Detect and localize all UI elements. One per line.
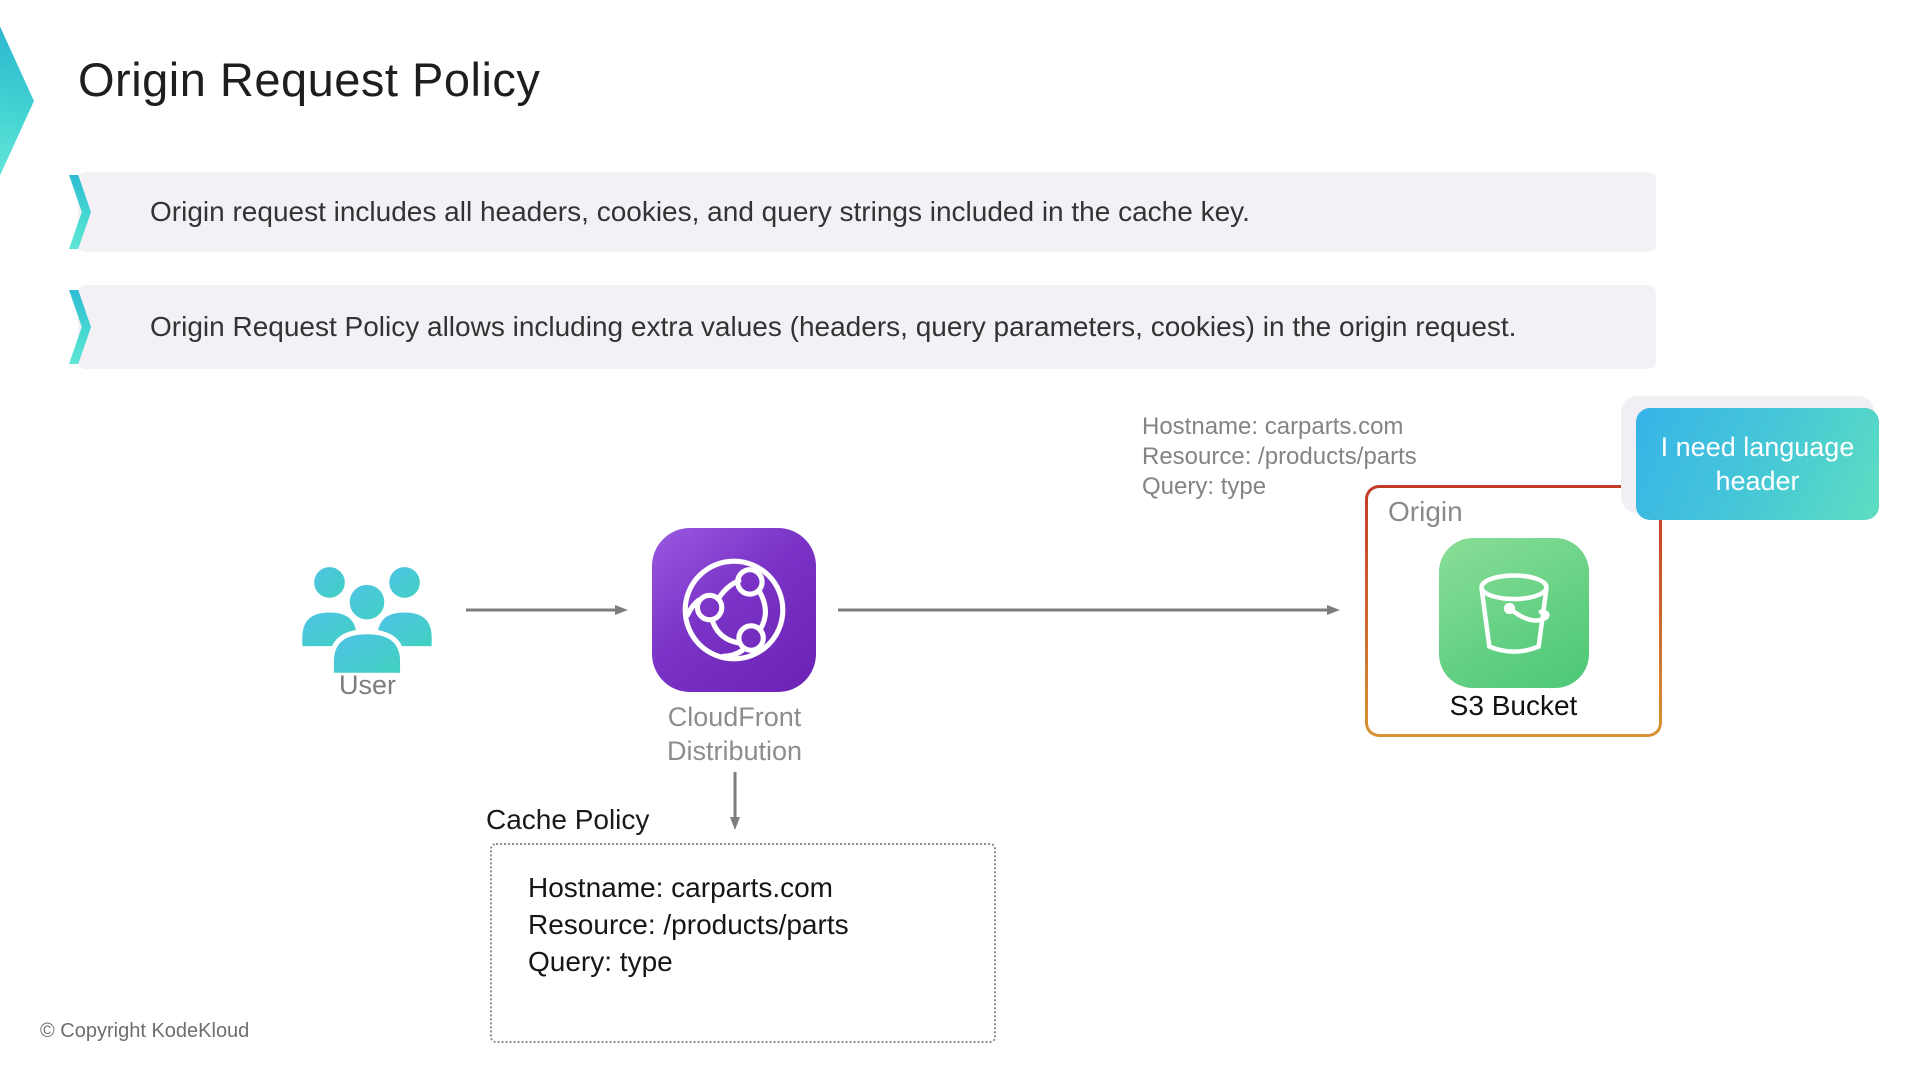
globe-network-icon <box>682 558 786 662</box>
annotation-hostname: Hostname: carparts.com <box>1142 413 1404 440</box>
page-title: Origin Request Policy <box>78 53 541 106</box>
bucket-icon <box>1478 573 1550 654</box>
cache-policy-query: Query: type <box>528 946 673 977</box>
s3-bucket-label: S3 Bucket <box>1449 690 1578 721</box>
annotation-query: Query: type <box>1142 473 1267 500</box>
cloudfront-label: CloudFront Distribution <box>612 700 857 768</box>
cache-policy-box: Hostname: carparts.com Resource: /produc… <box>490 843 996 1043</box>
annotation-resource: Resource: /products/parts <box>1142 443 1417 470</box>
cache-policy-resource: Resource: /products/parts <box>528 909 849 940</box>
cache-policy-title: Cache Policy <box>486 804 650 835</box>
bullet-box-origin-request-policy: Origin Request Policy allows including e… <box>69 285 1656 369</box>
cloudfront-label-line2: Distribution <box>666 736 803 766</box>
bullet-text-cache-key: Origin request includes all headers, coo… <box>150 196 1250 227</box>
cache-policy-lines: Hostname: carparts.com Resource: /produc… <box>492 845 994 980</box>
copyright-text: © Copyright KodeKloud <box>40 1020 250 1042</box>
user-label: User <box>338 670 396 700</box>
title-chevron-icon <box>0 26 34 176</box>
callout-bubble: I need language header <box>1636 408 1879 520</box>
cloudfront-icon <box>652 528 816 692</box>
origin-box: Origin S3 Bucket <box>1365 485 1662 737</box>
bullet-box-cache-key: Origin request includes all headers, coo… <box>69 172 1656 252</box>
s3-bucket-icon <box>1438 538 1589 688</box>
cache-policy-hostname: Hostname: carparts.com <box>528 872 833 903</box>
users-icon <box>297 562 437 676</box>
origin-label: Origin <box>1388 496 1463 527</box>
origin-request-annotation: Hostname: carparts.com Resource: /produc… <box>1142 412 1417 502</box>
cloudfront-label-line1: CloudFront <box>667 702 802 732</box>
origin-box-inner: Origin S3 Bucket <box>1368 488 1659 734</box>
bullet-text-origin-request-policy: Origin Request Policy allows including e… <box>150 311 1517 342</box>
